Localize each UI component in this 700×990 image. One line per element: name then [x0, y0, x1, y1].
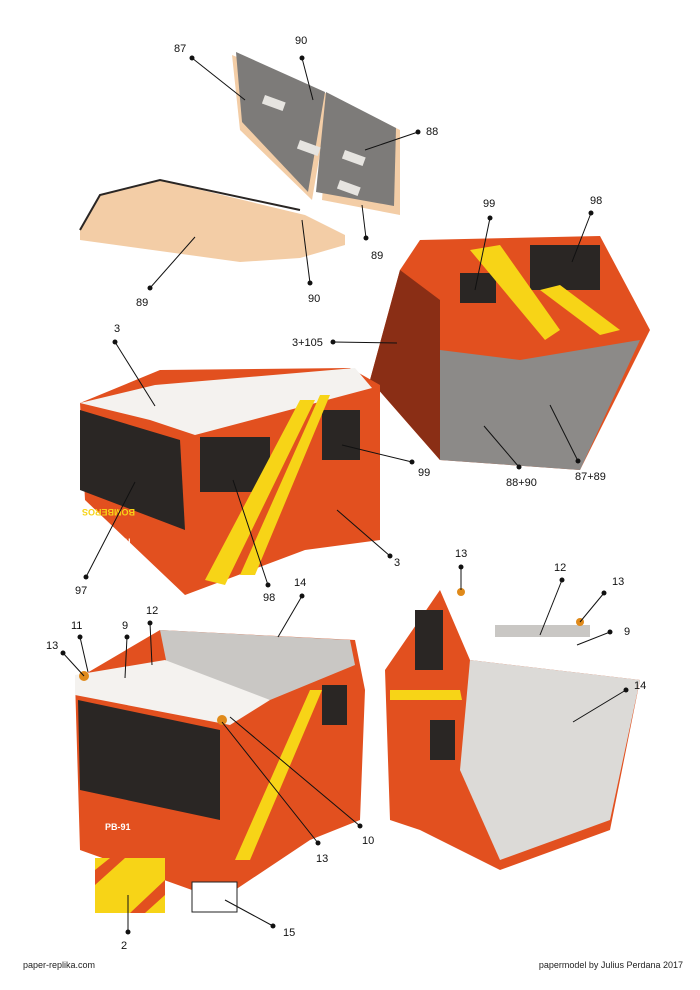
label-87: 87 [174, 43, 186, 55]
part-cab-front: BOMBEROS MAN [80, 368, 380, 595]
label-13: 13 [316, 853, 328, 865]
label-13: 13 [455, 548, 467, 560]
label-98: 98 [263, 592, 275, 604]
label-14: 14 [294, 577, 306, 589]
part-cab-underside [385, 588, 640, 870]
label-90: 90 [295, 35, 307, 47]
label-2: 2 [121, 940, 127, 952]
bomberos-text: BOMBEROS [82, 507, 135, 517]
plate-text: PB-91 [105, 822, 131, 832]
label-89: 89 [371, 250, 383, 262]
label-15: 15 [283, 927, 295, 939]
part-floor [79, 178, 345, 262]
callout-lines [62, 57, 627, 932]
part-cab-rear-view [370, 236, 650, 470]
label-89: 89 [136, 297, 148, 309]
label-3: 3 [394, 557, 400, 569]
label-88: 88 [426, 126, 438, 138]
label-13: 13 [612, 576, 624, 588]
footer-credit: papermodel by Julius Perdana 2017 [538, 960, 683, 970]
footer-website: paper-replika.com [23, 960, 96, 970]
label-97: 97 [75, 585, 87, 597]
label-11: 11 [71, 620, 82, 632]
label-12: 12 [554, 562, 566, 574]
label-10: 10 [362, 835, 374, 847]
callout-dots [60, 55, 629, 935]
label-12: 12 [146, 605, 158, 617]
label-87-89: 87+89 [575, 471, 606, 483]
part-labels: 87 90 88 89 89 90 99 98 3+105 3 99 3 97 … [46, 35, 646, 952]
label-88-90: 88+90 [506, 477, 537, 489]
label-99: 99 [483, 198, 495, 210]
label-14: 14 [634, 680, 646, 692]
label-3: 3 [114, 323, 120, 335]
label-90: 90 [308, 293, 320, 305]
part-cab-assembled: PB-91 [75, 630, 365, 913]
part-roof-panels [232, 52, 400, 215]
label-3-105: 3+105 [292, 337, 323, 349]
man-logo-text: MAN [110, 537, 131, 547]
label-13: 13 [46, 640, 58, 652]
label-9: 9 [122, 620, 128, 632]
label-98: 98 [590, 195, 602, 207]
label-99: 99 [418, 467, 430, 479]
label-9: 9 [624, 626, 630, 638]
